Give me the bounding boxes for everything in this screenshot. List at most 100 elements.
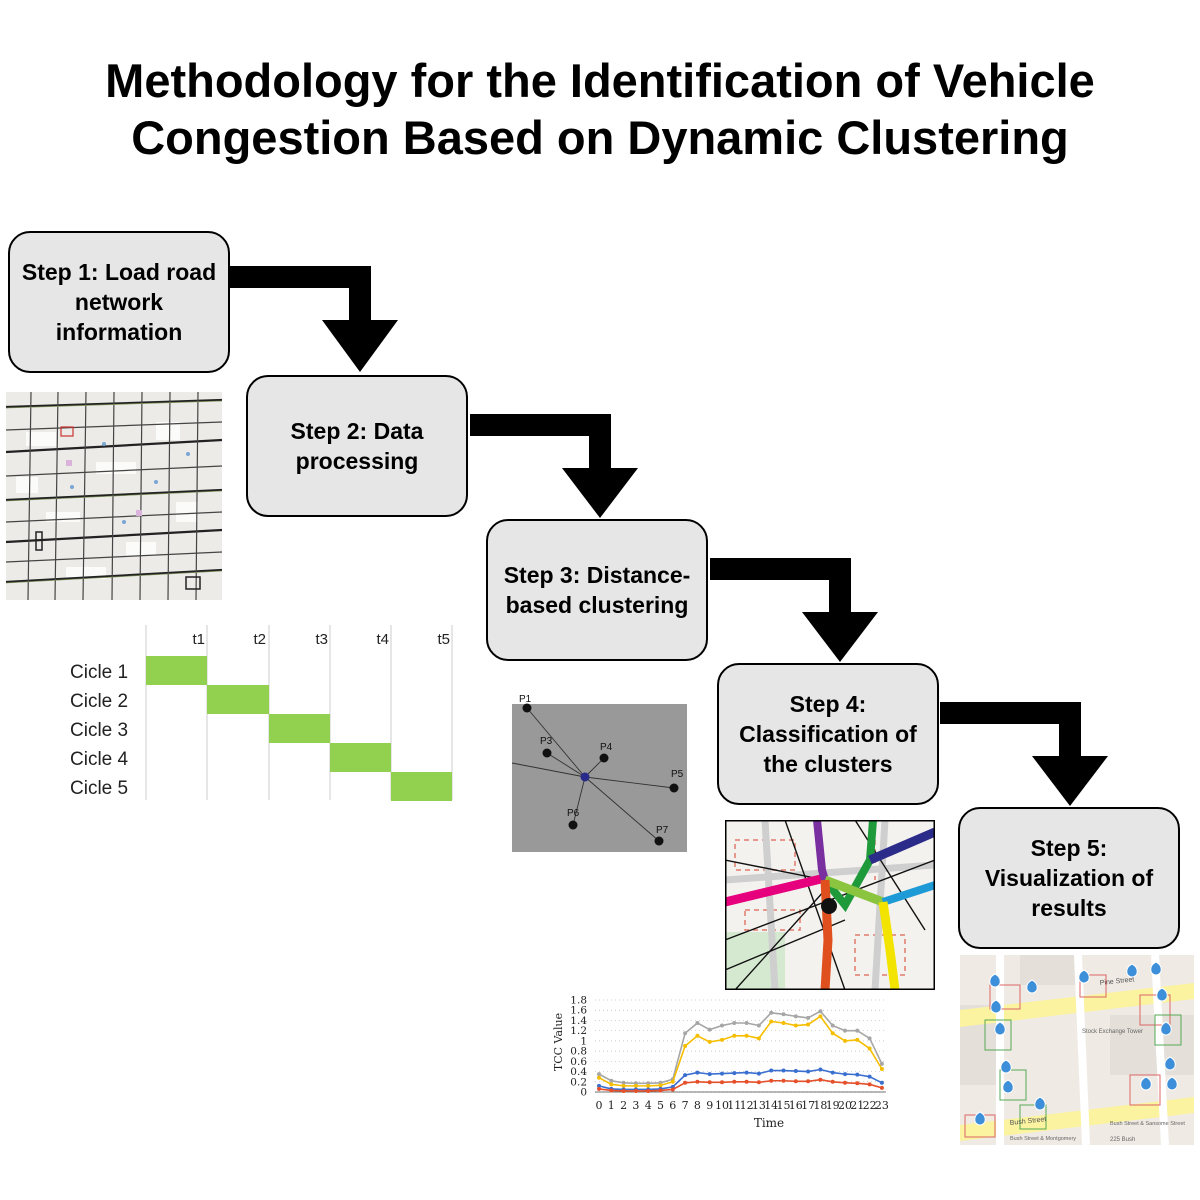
- chart-point: [670, 1087, 675, 1092]
- chart-point: [769, 1078, 774, 1083]
- cycle-label-4: Cicle 4: [70, 749, 129, 770]
- cluster-point-p7: [654, 836, 664, 846]
- title-line-1: Methodology for the Identification of Ve…: [105, 54, 1095, 107]
- chart-x-tick-label: 3: [632, 1099, 639, 1112]
- cluster-centroid: [580, 772, 590, 782]
- chart-point: [621, 1083, 626, 1088]
- chart-point: [744, 1079, 749, 1084]
- cluster-point-p4: [599, 753, 609, 763]
- chart-point: [597, 1083, 601, 1088]
- chart-y-ticks: 00.20.40.60.811.21.41.61.8: [570, 995, 587, 1099]
- cluster-point-p5: [669, 783, 679, 793]
- chart-x-axis-label: Time: [754, 1116, 784, 1130]
- map-label-bush-street: Bush Street: [1009, 1116, 1046, 1127]
- cycle-bar-5: [391, 772, 452, 801]
- chart-point: [818, 1077, 823, 1082]
- step-3-label: Step 3: Distance-based clustering: [503, 562, 691, 618]
- chart-x-tick-label: 13: [752, 1099, 766, 1112]
- chart-point: [720, 1023, 724, 1028]
- chart-y-tick-label: 1: [580, 1035, 587, 1047]
- step-2-box: Step 2: Data processing: [246, 375, 468, 517]
- arrow-step4-step5: [940, 702, 1108, 806]
- cluster-point-p3: [542, 748, 552, 758]
- arrow-step3-step4: [710, 558, 878, 662]
- chart-x-tick-label: 1: [608, 1099, 615, 1112]
- step-1-box: Step 1: Load road network information: [8, 231, 230, 373]
- chart-point: [756, 1080, 761, 1085]
- chart-point: [646, 1088, 651, 1093]
- classification-node: [821, 898, 837, 914]
- map-label-address: 225 Bush: [1110, 1137, 1135, 1143]
- chart-point: [830, 1023, 835, 1028]
- cycle-bar-3: [269, 714, 330, 743]
- chart-point: [806, 1069, 811, 1074]
- chart-point: [843, 1038, 847, 1043]
- chart-point: [806, 1079, 811, 1084]
- chart-point: [793, 1023, 798, 1028]
- chart-x-tick-label: 5: [657, 1099, 664, 1112]
- chart-point: [781, 1012, 786, 1017]
- chart-point: [818, 1014, 823, 1019]
- chart-x-tick-label: 4: [645, 1099, 652, 1112]
- point-label-p4: P4: [600, 742, 613, 753]
- chart-x-tick-label: 12: [740, 1099, 754, 1112]
- chart-point: [707, 1080, 712, 1085]
- map-label-stock-exchange: Stock Exchange Tower: [1082, 1029, 1143, 1035]
- chart-point: [720, 1037, 724, 1042]
- chart-point: [855, 1072, 860, 1077]
- point-label-p3: P3: [540, 736, 553, 747]
- chart-point: [879, 1061, 884, 1066]
- chart-point: [781, 1068, 786, 1073]
- chart-point: [781, 1078, 786, 1083]
- chart-x-tick-label: 21: [850, 1099, 864, 1112]
- chart-point: [720, 1080, 724, 1085]
- chart-y-tick-label: 0.8: [570, 1046, 587, 1058]
- chart-y-tick-label: 0.2: [570, 1076, 587, 1088]
- chart-point: [793, 1014, 798, 1019]
- point-label-p6: P6: [567, 808, 580, 819]
- chart-y-tick-label: 1.2: [570, 1025, 587, 1037]
- chart-point: [609, 1088, 614, 1093]
- chart-x-tick-label: 22: [863, 1099, 877, 1112]
- chart-point: [879, 1067, 884, 1071]
- chart-series-line-3: [598, 1068, 883, 1091]
- chart-point: [769, 1068, 774, 1073]
- chart-y-axis-label: TCC Value: [552, 1013, 565, 1071]
- chart-point: [879, 1085, 884, 1090]
- point-label-p7: P7: [656, 825, 669, 836]
- chart-series: [597, 1009, 884, 1093]
- chart-point: [633, 1088, 638, 1093]
- chart-point: [806, 1022, 811, 1027]
- chart-x-tick-label: 18: [813, 1099, 827, 1112]
- step-3-box: Step 3: Distance-based clustering: [486, 519, 708, 661]
- title-line-2: Congestion Based on Dynamic Clustering: [131, 111, 1069, 164]
- chart-point: [830, 1070, 835, 1075]
- chart-x-tick-label: 15: [777, 1099, 791, 1112]
- chart-point: [867, 1046, 872, 1051]
- chart-x-tick-label: 14: [764, 1099, 778, 1112]
- step-5-label: Step 5: Visualization of results: [984, 835, 1154, 921]
- time-label-t3: t3: [315, 631, 328, 648]
- chart-point: [732, 1033, 737, 1038]
- chart-x-tick-label: 11: [727, 1099, 741, 1112]
- step-2-label: Step 2: Data processing: [290, 418, 424, 474]
- chart-point: [707, 1027, 712, 1032]
- chart-x-tick-label: 17: [801, 1099, 815, 1112]
- chart-point: [707, 1039, 712, 1044]
- results-map: Pine Street Bush Street Stock Exchange T…: [960, 955, 1194, 1145]
- chart-x-tick-label: 19: [826, 1099, 840, 1112]
- chart-y-tick-label: 0.6: [570, 1056, 587, 1068]
- chart-point: [683, 1080, 688, 1085]
- chart-point: [658, 1088, 663, 1093]
- page-title: Methodology for the Identification of Ve…: [0, 52, 1200, 166]
- chart-y-tick-label: 1.8: [570, 995, 587, 1007]
- chart-point: [818, 1067, 823, 1072]
- chart-point: [609, 1082, 614, 1087]
- chart-point: [707, 1072, 712, 1077]
- chart-point: [744, 1070, 749, 1075]
- map-label-pine-street: Pine Street: [1099, 976, 1134, 987]
- chart-point: [609, 1078, 614, 1083]
